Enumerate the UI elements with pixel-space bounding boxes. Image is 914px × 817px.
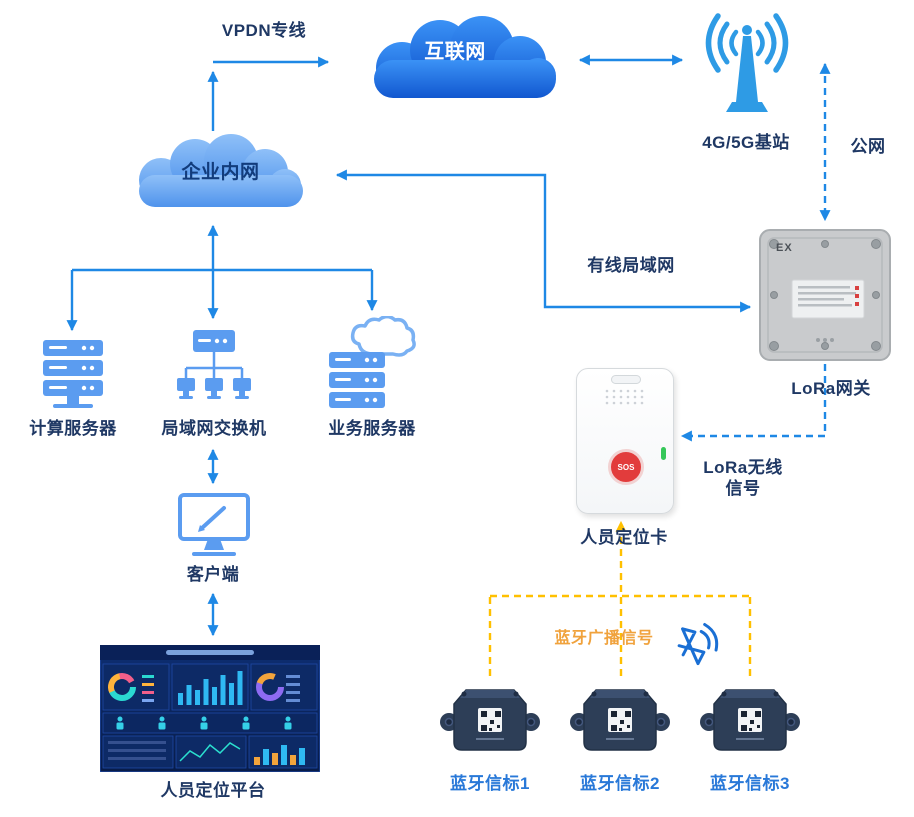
server-icon	[43, 340, 103, 408]
intranet-cloud	[113, 128, 328, 218]
business-server-label: 业务服务器	[328, 419, 416, 438]
internet-label: 互联网	[424, 41, 486, 63]
wired-lan-label: 有线局域网	[587, 256, 675, 275]
card-led	[661, 447, 666, 460]
locator-card-label: 人员定位卡	[580, 528, 668, 547]
bluetooth-icon	[677, 622, 719, 666]
lora-signal-label: LoRa无线 信号	[700, 457, 786, 500]
beacon-1-label: 蓝牙信标1	[450, 774, 530, 793]
internet-cloud-icon	[374, 16, 556, 98]
lan-switch-label: 局域网交换机	[161, 419, 267, 438]
platform-screenshot	[99, 644, 321, 773]
dashboard-image	[99, 644, 321, 773]
beacon-2-label: 蓝牙信标2	[580, 774, 660, 793]
card-speaker-dots	[605, 389, 644, 405]
business-server	[325, 314, 420, 416]
lora-signal-line2: 信号	[725, 479, 761, 499]
base-station-label: 4G/5G基站	[702, 133, 790, 152]
intranet-label: 企业内网	[181, 162, 260, 183]
internet-cloud	[340, 8, 570, 108]
monitor-icon	[178, 493, 250, 556]
public-net-label: 公网	[850, 137, 886, 156]
compute-server-label: 计算服务器	[29, 419, 117, 438]
lan-switch	[176, 328, 252, 416]
client	[176, 492, 252, 562]
beacon-3	[700, 678, 800, 762]
card-lanyard-slot	[611, 375, 641, 384]
beacon-3-label: 蓝牙信标3	[710, 774, 790, 793]
link-intranet-gateway	[335, 169, 752, 313]
bluetooth-signal	[664, 618, 722, 672]
locator-card: SOS	[576, 368, 674, 514]
beacon-icon	[700, 689, 800, 751]
sos-label: SOS	[617, 462, 635, 472]
bluetooth-broadcast-label: 蓝牙广播信号	[554, 630, 654, 647]
lora-gateway: EX	[758, 228, 892, 362]
gateway-icon	[759, 229, 891, 361]
beacon-icon	[440, 689, 540, 751]
compute-server	[38, 338, 108, 416]
vpdn-label: VPDN专线	[221, 21, 307, 40]
gateway-ex-marking: EX	[776, 242, 793, 254]
switch-icon	[177, 330, 251, 399]
intranet-cloud-icon	[139, 134, 303, 207]
platform-label: 人员定位平台	[160, 781, 266, 800]
server-cloud-icon	[329, 314, 416, 408]
client-label: 客户端	[186, 565, 240, 584]
lora-signal-line1: LoRa无线	[703, 458, 783, 477]
sos-button: SOS	[608, 449, 644, 485]
link-gateway-card	[680, 364, 827, 442]
beacon-1	[440, 678, 540, 762]
base-station	[692, 6, 802, 126]
gateway-label: LoRa网关	[791, 379, 871, 398]
antenna-icon	[705, 13, 789, 112]
beacon-icon	[570, 689, 670, 751]
beacon-2	[570, 678, 670, 762]
